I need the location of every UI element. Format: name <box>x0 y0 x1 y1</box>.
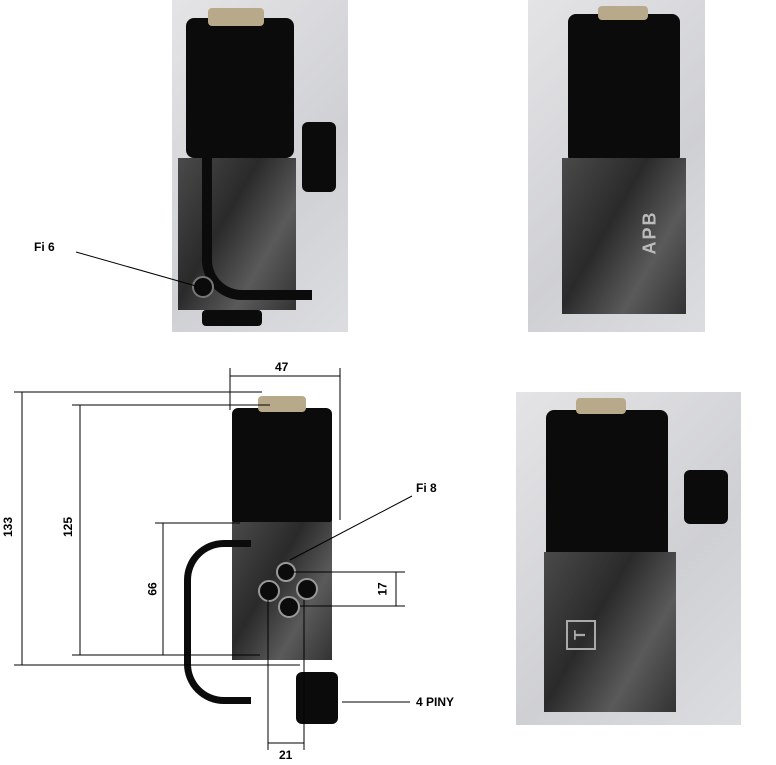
port <box>258 580 280 602</box>
valve-block <box>562 158 686 314</box>
solenoid-coil <box>232 408 332 526</box>
dim-ports-17: 17 <box>375 582 390 596</box>
valve-base <box>202 310 262 326</box>
port-fi6 <box>192 276 214 298</box>
cable <box>202 150 312 300</box>
connector <box>684 470 728 524</box>
photo-side-view: APB <box>528 0 705 332</box>
port <box>278 596 300 618</box>
coil-nut <box>258 396 306 412</box>
coil-nut <box>208 8 264 26</box>
dim-block-66: 66 <box>145 582 160 596</box>
photo-front-view <box>172 0 348 332</box>
dim-height-125: 125 <box>61 516 76 538</box>
valve-block <box>544 552 676 712</box>
port <box>296 578 318 600</box>
label-fi8: Fi 8 <box>416 481 437 495</box>
dim-height-133: 133 <box>1 516 16 538</box>
solenoid-coil <box>546 410 668 560</box>
cable <box>184 540 251 704</box>
coil-nut <box>576 398 626 414</box>
solenoid-coil <box>186 18 294 158</box>
label-4-pins: 4 PINY <box>416 695 455 709</box>
connector <box>296 672 338 724</box>
solenoid-coil <box>568 14 680 164</box>
dim-ports-21: 21 <box>279 748 293 762</box>
label-fi6: Fi 6 <box>34 240 55 254</box>
coil-nut <box>598 6 648 20</box>
photo-rear-view: T <box>516 392 741 725</box>
dim-width-47: 47 <box>275 360 289 374</box>
